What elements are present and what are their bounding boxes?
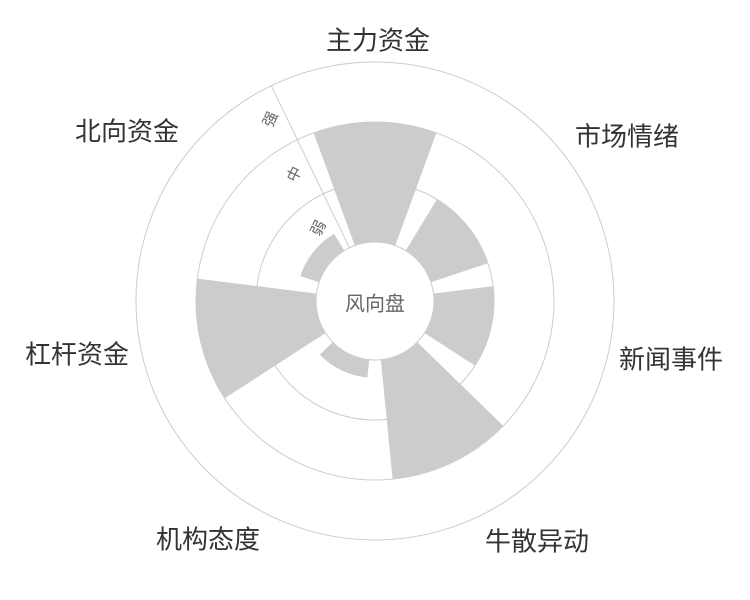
bar-1 [405, 199, 488, 283]
bar-6 [300, 233, 345, 283]
bars [196, 121, 504, 480]
category-label-retail-moves: 牛散异动 [484, 527, 590, 558]
bar-5 [196, 278, 326, 399]
category-label-leverage-funds: 杠杆资金 [24, 340, 130, 371]
radial-axis-line [270, 85, 350, 249]
bar-2 [424, 286, 494, 366]
bar-4 [319, 342, 370, 378]
grid-ring [135, 61, 615, 541]
category-label-market-sentiment: 市场情绪 [574, 122, 680, 153]
chart-title: 风向盘 [345, 291, 405, 316]
category-label-news-events: 新闻事件 [618, 345, 724, 376]
category-label-main-funds: 主力资金 [325, 26, 431, 57]
category-label-institution-attitude: 机构态度 [155, 525, 261, 556]
bar-0 [313, 121, 437, 246]
category-label-northbound-funds: 北向资金 [74, 117, 180, 148]
bar-3 [380, 342, 504, 480]
